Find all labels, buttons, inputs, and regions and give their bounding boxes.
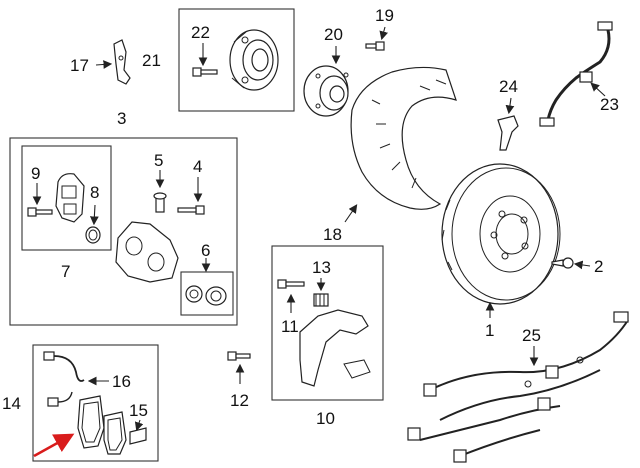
wheel-hub-part — [303, 46, 349, 117]
callout-18: 18 — [323, 225, 342, 244]
callout-25: 25 — [522, 326, 541, 345]
callout-14: 14 — [2, 394, 21, 413]
group-box-14 — [32, 344, 159, 462]
highlight-arrow — [33, 433, 75, 458]
caliper-housing-part — [55, 173, 85, 223]
mount-bolt-part — [227, 351, 251, 384]
group-box-10 — [271, 245, 384, 401]
brake-hose-part — [539, 21, 613, 127]
callout-6: 6 — [201, 241, 210, 260]
group-box-3 — [9, 137, 238, 326]
callout-4: 4 — [193, 157, 202, 176]
callout-19: 19 — [375, 6, 394, 25]
callout-21: 21 — [142, 51, 161, 70]
callout-7: 7 — [61, 262, 70, 281]
callout-16: 16 — [112, 372, 131, 391]
group-box-7 — [21, 145, 112, 251]
callout-12: 12 — [230, 391, 249, 410]
guide-bushing-part — [313, 278, 329, 307]
wiring-harness-part — [407, 311, 629, 463]
piston-seal-part — [185, 258, 227, 306]
brake-pads-part — [77, 395, 127, 455]
callout-9: 9 — [31, 164, 40, 183]
caliper-bracket-part — [299, 309, 371, 387]
callout-3: 3 — [117, 109, 126, 128]
callout-20: 20 — [324, 25, 343, 44]
seal-ring-part — [85, 204, 101, 244]
caliper-bolt-part — [27, 183, 53, 217]
pad-clip-part — [129, 419, 147, 445]
brake-rotor-part — [441, 163, 561, 318]
shield-bolt-part — [365, 26, 388, 51]
callout-5: 5 — [154, 151, 163, 170]
callout-23: 23 — [600, 95, 619, 114]
callout-13: 13 — [312, 258, 331, 277]
caliper-piston-housing-part — [115, 221, 179, 283]
callout-22: 22 — [191, 23, 210, 42]
speed-sensor-part — [497, 97, 519, 151]
wear-sensor-part — [43, 351, 109, 407]
splash-shield-part — [344, 66, 457, 223]
guide-pin-part — [153, 170, 167, 213]
hub-bearing-part — [229, 29, 279, 91]
bracket-part — [95, 39, 131, 85]
callout-8: 8 — [90, 183, 99, 202]
callout-10: 10 — [316, 409, 335, 428]
callout-17: 17 — [70, 56, 89, 75]
callout-2: 2 — [594, 257, 603, 276]
callout-15: 15 — [129, 401, 148, 420]
hub-bolt-part — [192, 43, 218, 77]
callout-1: 1 — [485, 321, 494, 340]
group-box-21 — [178, 8, 295, 112]
rotor-screw-part — [551, 257, 591, 270]
bracket-bolt-part — [277, 279, 305, 313]
callout-11: 11 — [281, 317, 299, 336]
bleeder-screw-part — [177, 177, 205, 215]
callout-24: 24 — [499, 77, 518, 96]
